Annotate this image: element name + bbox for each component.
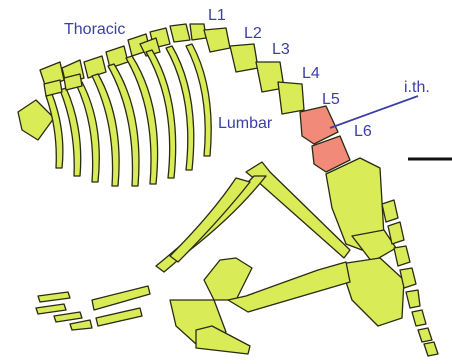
label-thoracic: Thoracic [64,21,125,38]
label-l5: L5 [322,91,340,108]
hind-limb [156,162,350,354]
label-l1: L1 [208,7,226,24]
label-l6: L6 [354,123,372,140]
label-lumbar: Lumbar [218,115,273,132]
label-l3: L3 [272,41,290,58]
vertebra-l2 [230,44,258,72]
highlighted-vertebrae [300,106,350,172]
distal-bones [36,286,150,330]
label-l2: L2 [244,25,262,42]
ribs [18,44,211,186]
vertebra-l4 [278,82,304,114]
label-l4: L4 [302,65,320,82]
vertebra-l1 [204,28,230,52]
label-ith: i.th. [404,79,430,96]
ith-pointer-line [330,96,418,128]
